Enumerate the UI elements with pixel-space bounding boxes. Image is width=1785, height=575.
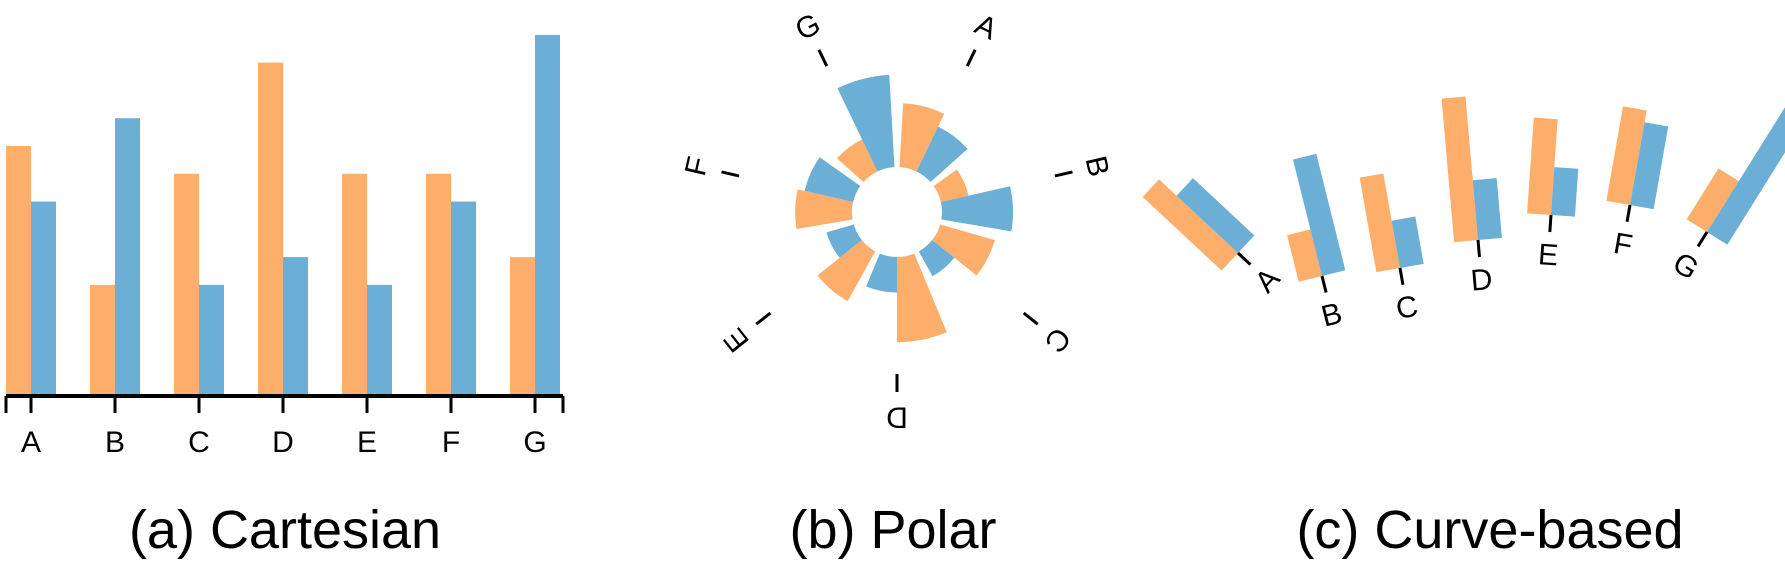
bar-cartesian-C-series-2 xyxy=(199,284,224,396)
bar-cartesian-A-series-1 xyxy=(6,146,31,396)
bar-polar-F-series-2 xyxy=(804,157,861,202)
bar-curve-D-series-2 xyxy=(1472,178,1502,240)
tick-label-cartesian-C: C xyxy=(188,426,210,459)
bar-polar-B-series-1 xyxy=(933,169,969,202)
bar-curve-B-series-1 xyxy=(1287,229,1322,282)
tick-polar-C xyxy=(1022,311,1039,326)
bar-polar-F-series-1 xyxy=(795,189,854,230)
bar-cartesian-B-series-2 xyxy=(115,118,140,396)
bar-cartesian-F-series-1 xyxy=(426,173,451,396)
tick-curve-F xyxy=(1625,204,1632,223)
tick-curve-B xyxy=(1320,275,1328,293)
bar-cartesian-E-series-1 xyxy=(342,173,367,396)
bar-polar-B-series-2 xyxy=(940,186,1013,232)
caption-curve-based: (c) Curve-based xyxy=(1296,500,1683,560)
bar-polar-E-series-2 xyxy=(826,224,862,258)
bar-polar-E-series-1 xyxy=(817,240,876,302)
curve-based-panel: AB C D E FG xyxy=(1142,96,1785,334)
tick-label-cartesian-F: F xyxy=(442,426,460,459)
tick-label-polar-B: B xyxy=(1079,153,1116,180)
bar-polar-A-series-2 xyxy=(916,126,968,183)
tick-label-curve-G: G xyxy=(1667,246,1704,286)
tick-label-curve-F: F xyxy=(1611,227,1635,263)
cartesian-panel: A B C D E F G xyxy=(4,34,565,459)
bar-polar-C-series-2 xyxy=(918,240,955,277)
bar-cartesian-D-series-2 xyxy=(283,257,308,396)
bar-curve-E-series-2 xyxy=(1551,167,1579,217)
tick-label-cartesian-G: G xyxy=(523,426,546,459)
tick-polar-G xyxy=(817,49,829,67)
tick-curve-G xyxy=(1696,231,1709,248)
curve-group-A: A xyxy=(1142,178,1287,299)
bar-polar-C-series-1 xyxy=(932,224,995,276)
tick-label-polar-D: D xyxy=(886,401,908,434)
tick-curve-E xyxy=(1548,214,1553,233)
bar-cartesian-F-series-2 xyxy=(451,201,476,396)
bar-curve-B-series-2 xyxy=(1292,153,1346,276)
bar-curve-F-series-1 xyxy=(1606,106,1647,205)
tick-label-cartesian-D: D xyxy=(272,426,294,459)
tick-label-polar-E: E xyxy=(718,322,756,358)
bar-polar-D-series-2 xyxy=(866,253,897,293)
curve-group-B: B xyxy=(1287,153,1346,334)
tick-polar-E xyxy=(755,311,772,326)
curve-group-F: F xyxy=(1606,106,1669,263)
bar-cartesian-G-series-2 xyxy=(535,34,560,397)
bar-curve-G-series-2 xyxy=(1707,99,1785,245)
tick-label-polar-G: G xyxy=(790,7,825,47)
tick-label-cartesian-E: E xyxy=(357,426,377,459)
tick-label-polar-C: C xyxy=(1038,321,1077,359)
bar-curve-G-series-1 xyxy=(1686,168,1739,232)
bar-cartesian-B-series-1 xyxy=(90,284,115,396)
bar-cartesian-G-series-1 xyxy=(510,257,535,396)
curve-group-C: C xyxy=(1359,173,1424,326)
tick-curve-A xyxy=(1236,251,1252,266)
bar-polar-G-series-1 xyxy=(836,139,878,183)
curve-group-D: D xyxy=(1441,96,1502,298)
curve-group-E: E xyxy=(1527,117,1579,273)
tick-label-curve-C: C xyxy=(1393,290,1420,326)
tick-polar-A xyxy=(965,49,977,67)
tick-curve-C xyxy=(1398,267,1405,286)
polar-panel: A B C D E F G xyxy=(679,7,1115,433)
bar-polar-D-series-1 xyxy=(897,253,947,343)
tick-label-cartesian-A: A xyxy=(21,426,41,459)
curve-group-G: G xyxy=(1667,99,1785,287)
tick-polar-B xyxy=(1054,170,1073,178)
bar-cartesian-E-series-2 xyxy=(367,284,392,396)
bar-cartesian-A-series-2 xyxy=(31,201,56,396)
bar-curve-A-series-2 xyxy=(1176,178,1255,253)
bar-cartesian-D-series-1 xyxy=(258,62,283,397)
tick-label-curve-A: A xyxy=(1249,262,1287,299)
tick-label-polar-A: A xyxy=(970,8,1002,46)
bar-curve-C-series-2 xyxy=(1391,216,1424,268)
tick-label-cartesian-B: B xyxy=(105,426,125,459)
bar-polar-A-series-1 xyxy=(899,103,945,172)
bar-curve-F-series-2 xyxy=(1630,122,1669,210)
tick-label-curve-D: D xyxy=(1469,263,1493,298)
tick-label-curve-B: B xyxy=(1318,297,1345,334)
tick-label-polar-F: F xyxy=(679,154,715,179)
tick-polar-F xyxy=(721,170,740,178)
tick-curve-D xyxy=(1476,239,1481,258)
bar-curve-C-series-1 xyxy=(1359,173,1400,273)
bar-polar-G-series-2 xyxy=(837,74,895,172)
bar-curve-E-series-1 xyxy=(1527,117,1558,215)
bar-curve-A-series-1 xyxy=(1142,179,1238,271)
caption-cartesian: (a) Cartesian xyxy=(129,500,441,560)
bar-cartesian-C-series-1 xyxy=(174,173,199,396)
caption-polar: (b) Polar xyxy=(789,500,996,560)
bar-curve-D-series-1 xyxy=(1441,96,1478,243)
tick-label-curve-E: E xyxy=(1537,238,1559,272)
